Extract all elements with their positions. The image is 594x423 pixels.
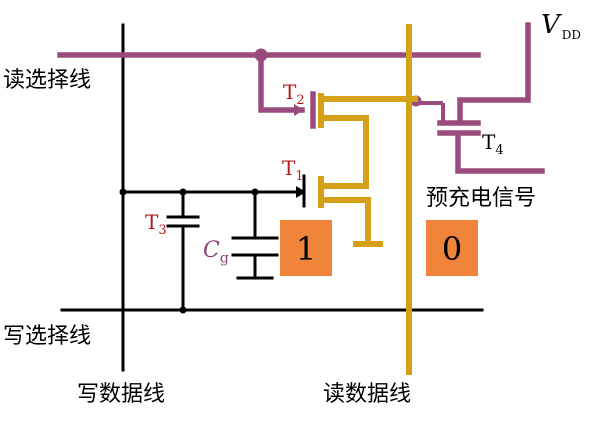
t4-gate-wire: [455, 132, 545, 174]
t1-source-wire: [321, 197, 371, 243]
state-box-0-text: 0: [441, 230, 463, 268]
read-data-line-label: 读数据线: [323, 382, 412, 407]
t1-sub: 1: [295, 169, 304, 184]
write-select-line-label: 写选择线: [3, 324, 92, 349]
t1t2-link: [321, 115, 369, 189]
precharge-signal-label: 预充电信号: [426, 186, 537, 211]
state-box-1-text: 1: [295, 230, 317, 268]
vdd-main: V: [541, 10, 560, 40]
node-dot-1: [119, 188, 127, 196]
cg-sub: g: [219, 250, 229, 267]
t2-label: T2: [283, 80, 305, 108]
cg-name: C: [203, 238, 220, 263]
t4-name: T: [482, 130, 496, 154]
cg-label: Cg: [203, 238, 229, 266]
t4-sub: 4: [495, 143, 504, 158]
t3-sub: 3: [158, 223, 167, 238]
node-dot-3: [251, 188, 259, 196]
read-select-line-label: 读选择线: [3, 68, 92, 93]
t4-label: T4: [482, 130, 504, 158]
t1-name: T: [282, 156, 296, 180]
t2-gate-wire: [258, 52, 305, 113]
purple-junction: [254, 48, 268, 62]
t1-gate-arrow: [296, 186, 306, 198]
node-dot-4: [179, 306, 187, 314]
t3-name: T: [145, 210, 159, 234]
state-box-0: [426, 220, 478, 276]
node-dot-2: [179, 188, 187, 196]
t2-name: T: [283, 80, 297, 104]
write-data-line-label: 写数据线: [77, 382, 166, 407]
state-box-1: [280, 220, 332, 276]
t2-gate-arrow: [294, 104, 304, 116]
vdd-sub: DD: [561, 28, 582, 42]
t3-label: T3: [145, 210, 167, 238]
t1-label: T1: [282, 156, 304, 184]
t2-sub: 2: [296, 93, 305, 108]
vdd-wire: [457, 22, 531, 125]
